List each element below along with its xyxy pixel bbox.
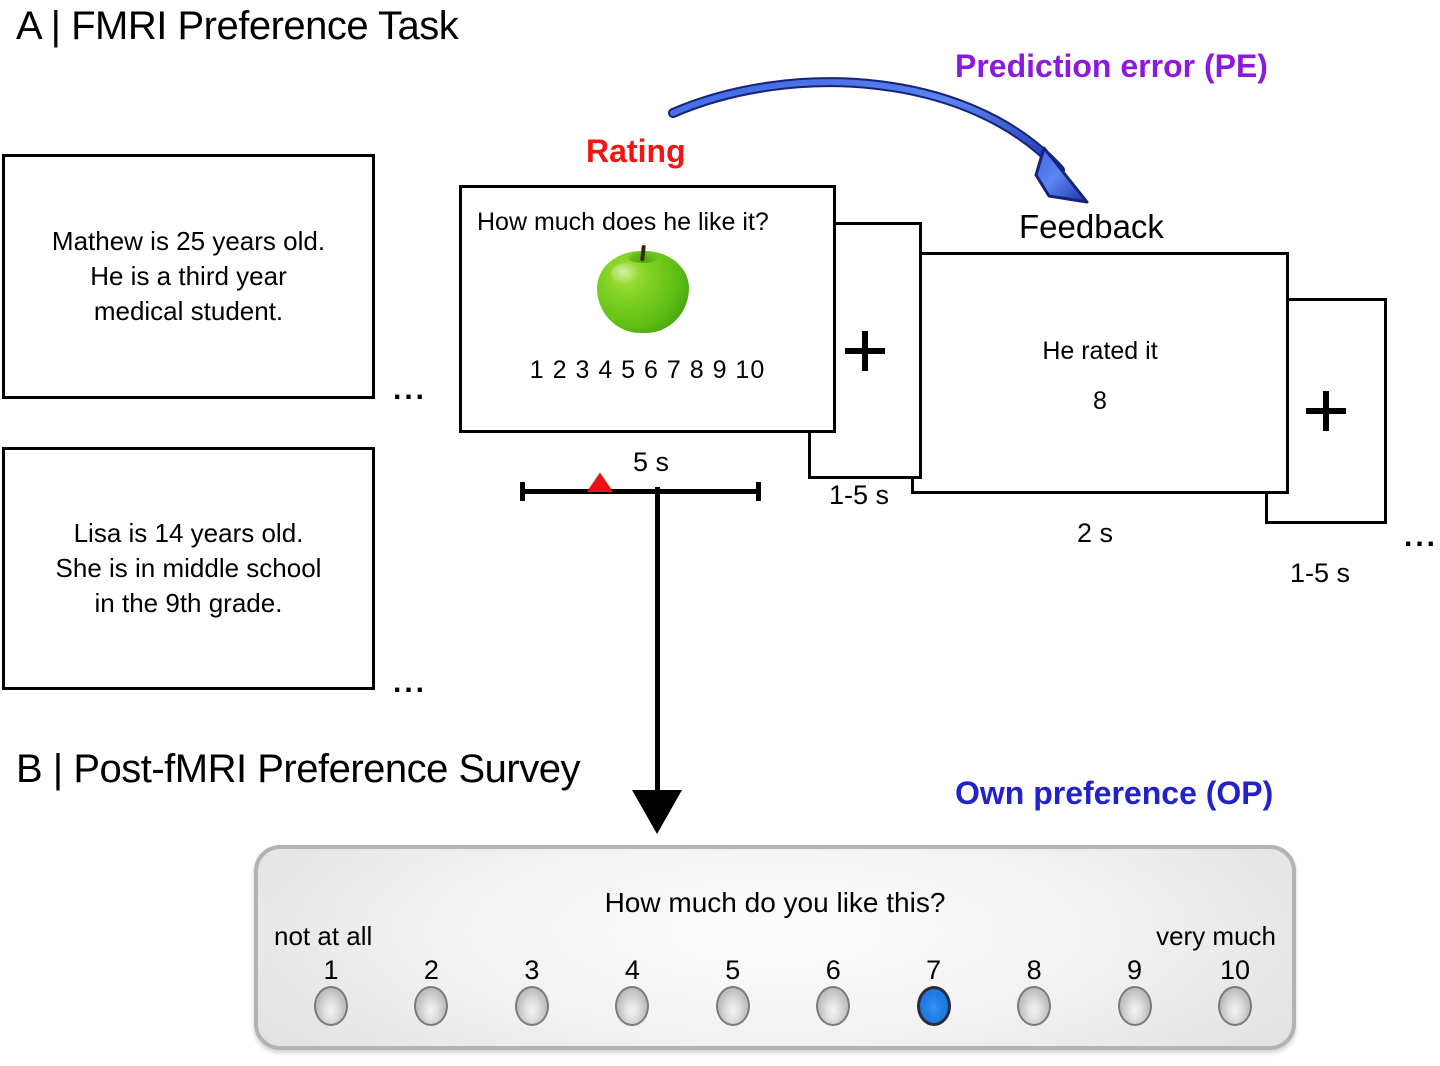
survey-option-5[interactable]: 5 — [706, 955, 760, 1026]
section-a-title: FMRI Preference Task — [71, 4, 459, 48]
section-a-prefix: A | — [16, 4, 61, 48]
flow-arrow-shaft — [655, 487, 660, 797]
survey-option-label-8: 8 — [1026, 955, 1042, 985]
vignette-ellipsis-1: ... — [393, 373, 428, 406]
section-b-heading: B | Post-fMRI Preference Survey — [16, 747, 580, 792]
survey-option-radio-3[interactable] — [514, 986, 549, 1026]
survey-option-label-7: 7 — [926, 955, 942, 985]
survey-option-radio-4[interactable] — [615, 986, 650, 1026]
survey-option-label-4: 4 — [624, 955, 640, 985]
trial-trailing-ellipsis: ... — [1404, 520, 1439, 553]
fixation-cross-icon-1 — [845, 330, 885, 371]
panel-feedback: He rated it 8 — [911, 252, 1289, 494]
survey-option-radio-5[interactable] — [715, 986, 750, 1026]
section-b-prefix: B | — [16, 747, 63, 791]
survey-option-6[interactable]: 6 — [806, 955, 860, 1026]
flow-arrow-head — [632, 790, 682, 834]
survey-option-radio-7[interactable] — [916, 986, 951, 1026]
survey-option-label-3: 3 — [524, 955, 540, 985]
survey-option-7[interactable]: 7 — [907, 955, 961, 1026]
vignette-text-2: Lisa is 14 years old. She is in middle s… — [55, 517, 322, 619]
survey-option-2[interactable]: 2 — [404, 955, 458, 1026]
section-a-heading: A | FMRI Preference Task — [16, 4, 459, 49]
stage-title-rating: Rating — [586, 133, 686, 169]
feedback-rating-value: 8 — [1093, 387, 1107, 415]
stage-title-feedback: Feedback — [1019, 208, 1164, 245]
preference-survey-panel: How much do you like this? not at all ve… — [254, 845, 1296, 1050]
survey-option-8[interactable]: 8 — [1007, 955, 1061, 1026]
vignette-ellipsis-2: ... — [393, 666, 428, 699]
survey-option-label-10: 10 — [1219, 955, 1251, 985]
prediction-error-arrow — [668, 77, 1089, 204]
survey-option-radio-2[interactable] — [414, 986, 449, 1026]
survey-option-radio-9[interactable] — [1117, 986, 1152, 1026]
vignette-text-1: Mathew is 25 years old. He is a third ye… — [51, 225, 326, 327]
survey-option-4[interactable]: 4 — [605, 955, 659, 1026]
survey-option-label-6: 6 — [825, 955, 841, 985]
vignette-box-2: Lisa is 14 years old. She is in middle s… — [2, 447, 375, 690]
panel-rating: How much does he like it? 1 2 3 4 5 6 7 … — [459, 185, 836, 501]
survey-option-radio-10[interactable] — [1218, 986, 1252, 1026]
fixation-cross-icon-2 — [1306, 391, 1346, 431]
survey-option-label-1: 1 — [323, 955, 339, 985]
duration-fixation-2: 1-5 s — [1290, 558, 1351, 588]
survey-option-3[interactable]: 3 — [505, 955, 559, 1026]
survey-option-radio-1[interactable] — [314, 986, 348, 1026]
survey-option-label-2: 2 — [423, 955, 439, 985]
survey-anchor-low: not at all — [274, 921, 373, 951]
survey-option-1[interactable]: 1 — [304, 955, 358, 1026]
vignette-box-1: Mathew is 25 years old. He is a third ye… — [2, 154, 375, 399]
survey-option-radio-8[interactable] — [1017, 986, 1052, 1026]
feedback-line-1: He rated it — [1042, 337, 1158, 365]
survey-anchor-high: very much — [1156, 921, 1276, 951]
duration-fixation-1: 1-5 s — [829, 480, 890, 510]
own-preference-label: Own preference (OP) — [955, 775, 1274, 811]
duration-feedback: 2 s — [1077, 518, 1114, 548]
survey-option-radio-6[interactable] — [816, 986, 851, 1026]
rating-scale-numbers: 1 2 3 4 5 6 7 8 9 10 — [529, 356, 766, 384]
survey-option-10[interactable]: 10 — [1208, 955, 1262, 1026]
survey-option-label-5: 5 — [725, 955, 741, 985]
section-b-title: Post-fMRI Preference Survey — [73, 747, 580, 791]
rating-scale-track[interactable] — [520, 473, 761, 501]
survey-option-9[interactable]: 9 — [1108, 955, 1162, 1026]
rating-scale-marker[interactable] — [587, 473, 614, 492]
rating-question: How much does he like it? — [477, 208, 769, 236]
duration-rating: 5 s — [633, 447, 670, 477]
green-apple-icon — [597, 244, 689, 333]
survey-option-label-9: 9 — [1127, 955, 1143, 985]
survey-question: How much do you like this? — [604, 887, 946, 918]
prediction-error-label: Prediction error (PE) — [955, 48, 1268, 84]
